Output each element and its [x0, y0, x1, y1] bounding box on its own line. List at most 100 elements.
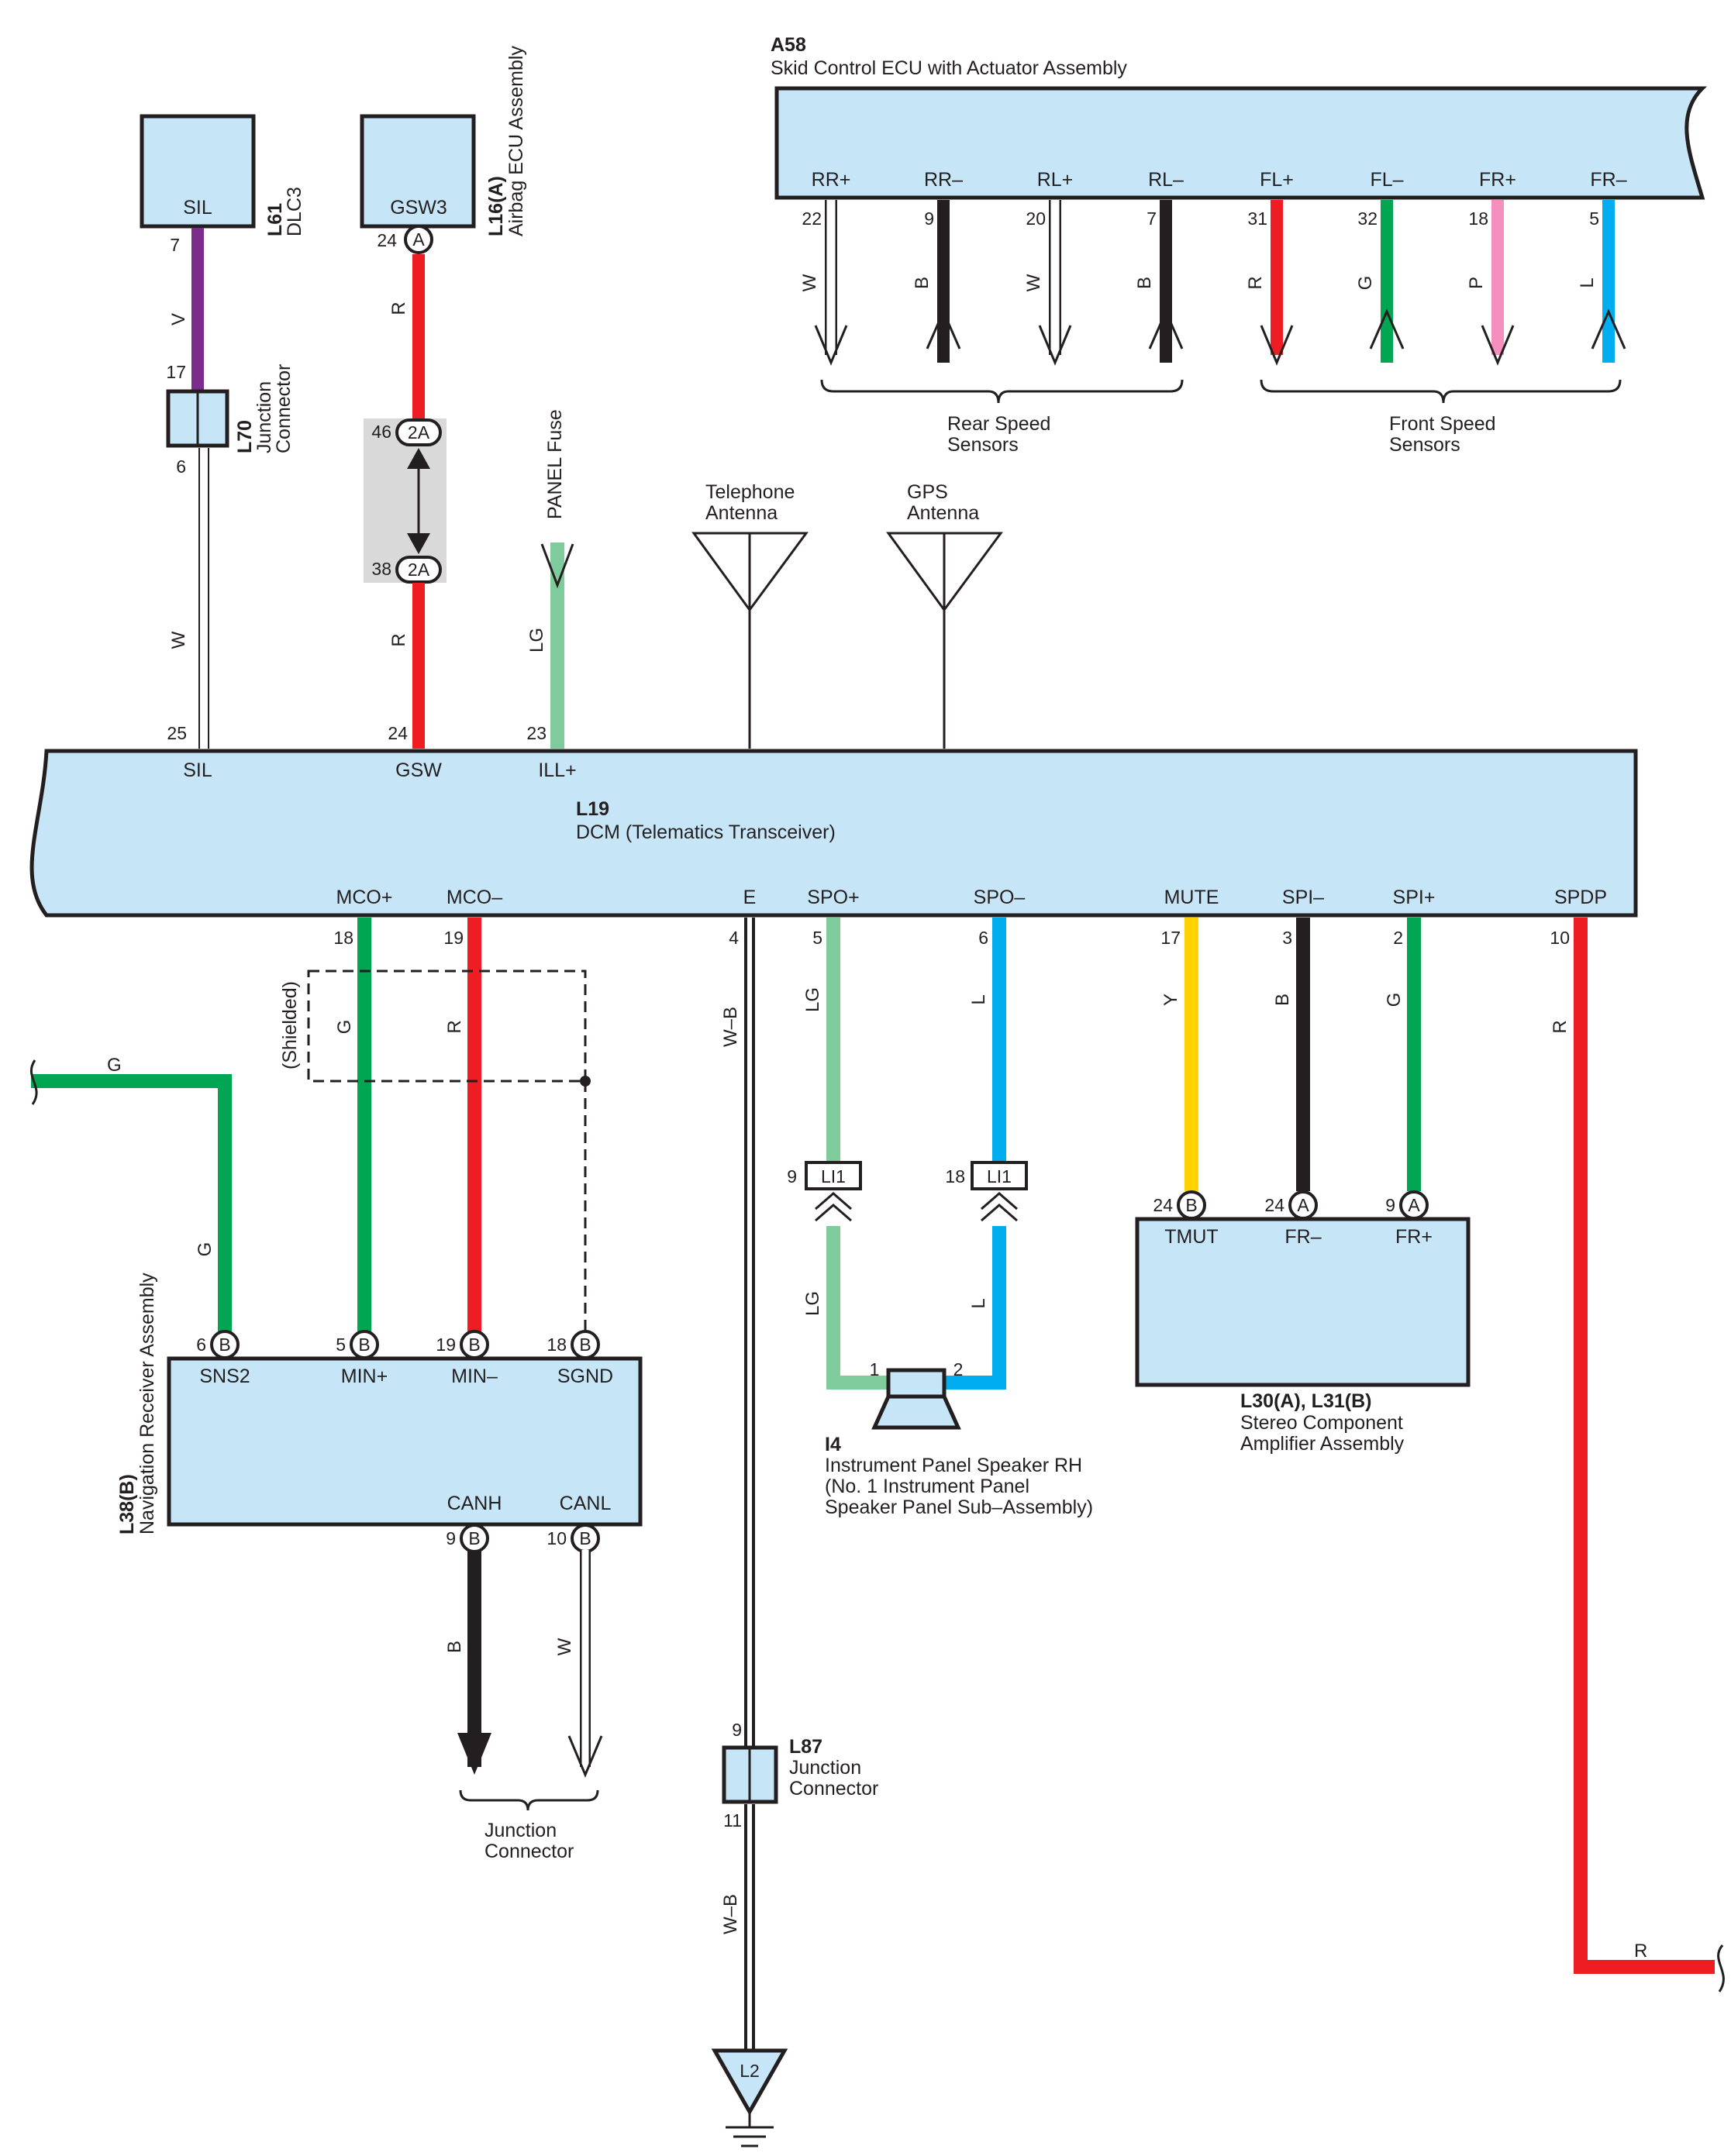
- l30-conn-1-letter: A: [1297, 1195, 1309, 1215]
- l16-code: L16(A): [485, 176, 507, 236]
- wire-speaker-lg: [826, 1226, 891, 1390]
- l38-pin-3: 18: [547, 1335, 567, 1355]
- l30-terminal-1: FR–: [1284, 1226, 1321, 1248]
- arrow-fr-minus: [1591, 308, 1626, 350]
- a58-wire-code-3: B: [1134, 277, 1155, 289]
- l19-bottom-pin-3: 5: [812, 928, 822, 948]
- l19-bottom-terminal-4: SPO–: [974, 887, 1026, 908]
- l61-name: DLC3: [284, 187, 305, 236]
- a58-wire-code-2: W: [1023, 274, 1044, 291]
- l38-terminal-1: MIN+: [341, 1366, 388, 1387]
- a58-code: A58: [771, 34, 806, 56]
- l30-terminal-2: FR+: [1395, 1226, 1433, 1248]
- wire-code-y: Y: [1160, 994, 1181, 1006]
- l19-bottom-terminal-5: MUTE: [1164, 887, 1219, 908]
- l30-box: [1135, 1217, 1471, 1387]
- l38-conn-0-letter: B: [219, 1335, 230, 1355]
- i4-cone: [871, 1394, 961, 1430]
- i4-pin-2: 2: [953, 1359, 964, 1379]
- arrow-fl-minus: [1369, 308, 1405, 350]
- l38-conn-3-letter: B: [579, 1335, 591, 1355]
- l19-bottom-terminal-1: MCO–: [447, 887, 502, 908]
- wire-spdp: [1574, 918, 1715, 1974]
- l30-terminal-0: TMUT: [1164, 1226, 1218, 1248]
- l38-name: Navigation Receiver Assembly: [136, 1273, 158, 1534]
- l16-conn-marker: [404, 225, 433, 254]
- l19-top-terminal-1: GSW: [395, 759, 442, 781]
- a58-pin-1: 9: [924, 208, 934, 229]
- l16-airbag-ecu: GSW3 L16(A) Airbag ECU Assembly: [360, 46, 527, 236]
- l19-dcm: L19 DCM (Telematics Transceiver) SIL25GS…: [29, 723, 1638, 948]
- li1-right-box: [971, 1161, 1028, 1190]
- can-wires: B W Junction Connector: [444, 1550, 603, 1862]
- l87-pin-in: 9: [732, 1720, 742, 1740]
- wire-code-v: V: [168, 313, 189, 325]
- wire-code-g-sns2-top: G: [107, 1055, 122, 1076]
- shielded-label: (Shielded): [279, 981, 301, 1069]
- conn-2a-arrow-down: [407, 533, 430, 554]
- conn-2a-top-marker: [395, 418, 442, 446]
- front-label-2: Sensors: [1389, 434, 1460, 456]
- a58-terminal-3: RL–: [1148, 169, 1184, 191]
- l19-bottom-wires: G R (Shielded) W–B LG L Y B G R R: [279, 918, 1725, 1992]
- panel-fuse-label: PANEL Fuse: [544, 409, 566, 519]
- l87-name-2: Connector: [789, 1778, 878, 1800]
- l19-bottom-pin-8: 10: [1550, 928, 1570, 948]
- l70-name-2: Connector: [273, 364, 295, 453]
- l70-pin-out: 6: [176, 456, 186, 477]
- conn-2a-top-label: 2A: [408, 422, 430, 443]
- a58-terminal-2: RL+: [1037, 169, 1074, 191]
- sns2-break: [29, 1059, 38, 1105]
- front-label-1: Front Speed: [1389, 413, 1496, 435]
- wire-sns2: [31, 1074, 232, 1331]
- l38-terminal-5: CANL: [560, 1493, 612, 1514]
- l19-bottom-pin-1: 19: [443, 928, 464, 948]
- l70-code: L70: [234, 420, 256, 453]
- conn-2a-bottom-marker: [395, 556, 442, 584]
- a58-box: [774, 86, 1708, 200]
- conn-2a-bottom-label: 2A: [408, 560, 430, 580]
- li1-right-chevron: [981, 1192, 1018, 1222]
- l16-pin: 24: [377, 230, 397, 250]
- l30-code: L30(A), L31(B): [1240, 1390, 1371, 1412]
- a58-wire-code-0: W: [799, 274, 820, 291]
- l2-ground: L2: [711, 2048, 788, 2147]
- l30-conn-2-letter: A: [1408, 1195, 1420, 1215]
- a58-pin-0: 22: [802, 208, 822, 229]
- a58-pin-5: 32: [1357, 208, 1378, 229]
- l19-bottom-terminal-8: SPDP: [1554, 887, 1607, 908]
- a58-terminal-1: RR–: [924, 169, 963, 191]
- speed-sensor-brackets: Rear Speed Sensors Front Speed Sensors: [820, 379, 1622, 456]
- a58-pin-6: 18: [1468, 208, 1488, 229]
- wire-code-g-spi: G: [1384, 993, 1405, 1007]
- wire-code-r-top: R: [388, 301, 409, 315]
- l70-name-1: Junction: [253, 381, 275, 453]
- l16-name: Airbag ECU Assembly: [505, 46, 527, 236]
- a58-pin-3: 7: [1147, 208, 1157, 229]
- l30-conn-2-marker: [1399, 1190, 1429, 1220]
- l61-terminal: SIL: [183, 197, 212, 219]
- l19-bottom-pin-0: 18: [333, 928, 353, 948]
- l19-top-pin-2: 23: [526, 723, 547, 743]
- l38-terminal-2: MIN–: [451, 1366, 498, 1387]
- l2-triangle: [711, 2048, 788, 2116]
- l30-pin-0: 24: [1153, 1195, 1173, 1215]
- arrow-ill: [540, 543, 574, 589]
- l30-conn-0-marker: [1177, 1190, 1206, 1220]
- l38-terminal-4: CANH: [447, 1493, 502, 1514]
- l19-bottom-pin-7: 2: [1393, 928, 1403, 948]
- gps-ant-label-1: GPS: [907, 481, 948, 503]
- a58-wire-code-7: L: [1577, 277, 1598, 288]
- l30-name-1: Stereo Component: [1240, 1412, 1403, 1434]
- tel-ant-label-2: Antenna: [705, 502, 778, 524]
- l30-pin-2: 9: [1385, 1195, 1395, 1215]
- tel-ant-label-1: Telephone: [705, 481, 795, 503]
- l38-conn-5-letter: B: [579, 1528, 591, 1548]
- l30-conn-0-letter: B: [1185, 1195, 1197, 1215]
- li1-left-pin: 9: [787, 1166, 797, 1186]
- a58-wire-code-4: R: [1245, 276, 1266, 289]
- i4-name-3: Speaker Panel Sub–Assembly): [825, 1496, 1093, 1518]
- wire-code-r-spdp-end: R: [1634, 1941, 1647, 1961]
- i4-magnet: [886, 1368, 947, 1399]
